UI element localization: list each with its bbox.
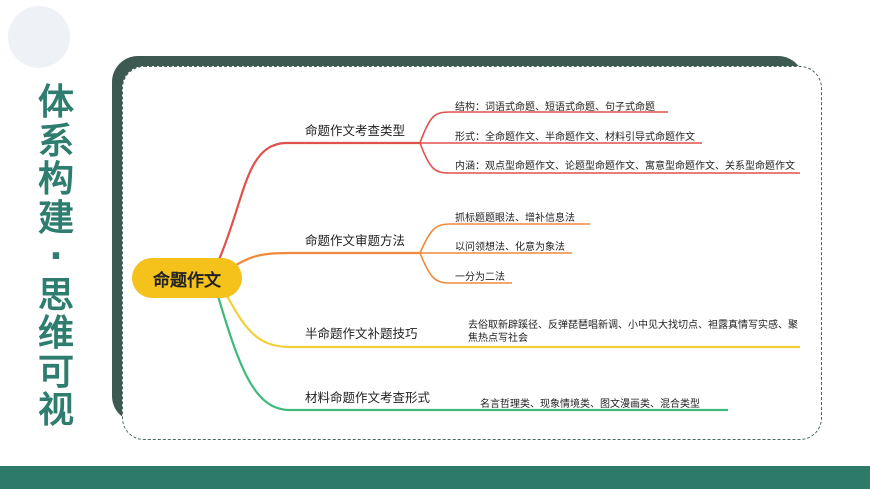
leaf-1-2: 形式：全命题作文、半命题作文、材料引导式命题作文 — [455, 132, 695, 143]
side-title: 体 系 构 建 · 思 维 可 视 — [30, 82, 82, 431]
connector-leaf-2-1 — [419, 223, 451, 254]
leaf-2-2: 以问领想法、化意为象法 — [455, 242, 565, 253]
side-title-char: 体 — [37, 82, 74, 123]
side-title-char: 建 — [37, 197, 74, 239]
branch-label-1: 命题作文考查类型 — [305, 123, 406, 138]
connector-leaf-1-3 — [419, 142, 451, 174]
side-title-char: · — [49, 236, 63, 277]
leaf-2-3: 一分为二法 — [455, 272, 505, 283]
side-title-char: 可 — [37, 351, 74, 393]
leaf-4-1: 名言哲理类、现象情境类、图文漫画类、混合类型 — [480, 399, 700, 410]
connector-leaf-2-3 — [419, 252, 451, 284]
side-title-char: 维 — [37, 313, 74, 354]
leaf-3-1: 去俗取新辟蹊径、反弹琵琶唱新调、小中见大找切点、袒露真情写实感、聚焦热点写社会 — [468, 320, 798, 344]
connector-branch-4 — [216, 295, 291, 412]
connector-leaf-1-1 — [419, 111, 451, 144]
decorative-circle — [8, 6, 70, 68]
leaf-1-3: 内涵：观点型命题作文、论题型命题作文、寓意型命题作文、关系型命题作文 — [455, 161, 795, 172]
side-title-char: 思 — [37, 274, 74, 316]
connector-branch-3 — [224, 291, 291, 349]
bottom-bar — [0, 466, 870, 489]
branch-label-3: 半命题作文补题技巧 — [305, 326, 418, 341]
branch-label-2: 命题作文审题方法 — [305, 233, 406, 248]
leaf-1-1: 结构：词语式命题、短语式命题、句子式命题 — [455, 102, 655, 113]
branch-label-4: 材料命题作文考查形式 — [305, 390, 431, 405]
side-title-char: 系 — [37, 120, 74, 162]
side-title-char: 视 — [37, 390, 74, 431]
side-title-char: 构 — [37, 159, 74, 200]
mindmap-root: 命题作文 — [132, 258, 242, 298]
leaf-2-1: 抓标题题眼法、增补信息法 — [455, 213, 575, 224]
connector-branch-1 — [216, 141, 286, 263]
